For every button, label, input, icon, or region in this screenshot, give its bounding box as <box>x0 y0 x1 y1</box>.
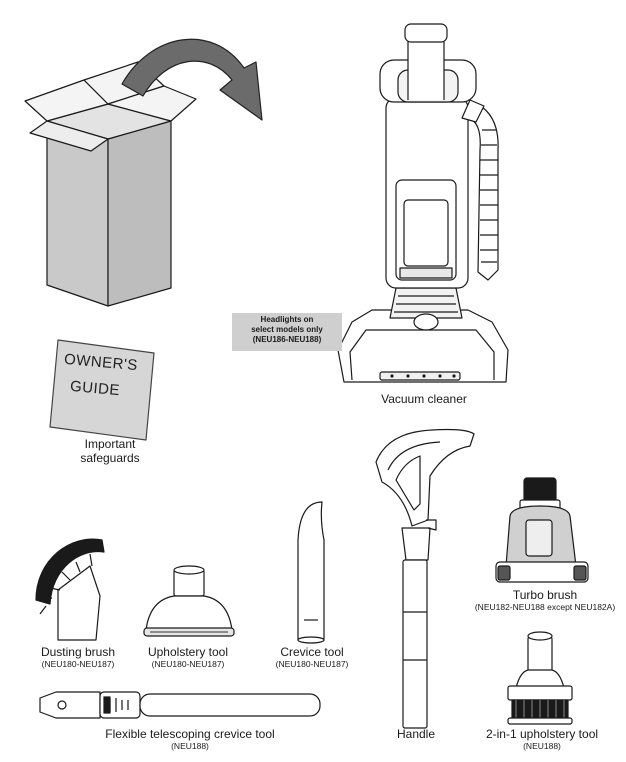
upholstery-tool-illustration <box>143 565 235 637</box>
turbo-brush-models: (NEU182-NEU188 except NEU182A) <box>474 601 616 612</box>
telescoping-crevice-tool-illustration <box>39 691 321 719</box>
crevice-tool-name: Crevice tool <box>280 645 344 659</box>
safeguards-label: Important safeguards <box>60 437 160 466</box>
upholstery-tool-name: Upholstery tool <box>147 645 229 659</box>
crevice-tool-label: Crevice tool (NEU180-NEU187) <box>262 645 362 670</box>
crevice-tool-models: (NEU180-NEU187) <box>275 658 349 669</box>
telescoping-crevice-tool-models: (NEU188) <box>171 740 209 751</box>
vacuum-cleaner-illustration <box>337 23 509 383</box>
telescoping-crevice-tool-name: Flexible telescoping crevice tool <box>105 727 275 741</box>
headlights-line1: Headlights on <box>260 315 314 324</box>
turbo-brush-name: Turbo brush <box>512 588 578 602</box>
headlights-line3: (NEU186-NEU188) <box>252 334 322 344</box>
two-in-one-upholstery-tool-name: 2-in-1 upholstery tool <box>485 727 599 741</box>
dusting-brush-illustration <box>35 538 105 641</box>
unpack-arrow <box>121 38 263 121</box>
handle-name: Handle <box>396 727 436 741</box>
headlights-line2: select models only <box>251 324 323 334</box>
turbo-brush-label: Turbo brush (NEU182-NEU188 except NEU182… <box>460 588 626 613</box>
upholstery-tool-label: Upholstery tool (NEU180-NEU187) <box>136 645 240 670</box>
two-in-one-upholstery-tool-illustration <box>507 631 573 725</box>
vacuum-cleaner-label: Vacuum cleaner <box>364 392 484 407</box>
dusting-brush-name: Dusting brush <box>40 645 116 659</box>
safeguards-line1: Important <box>84 437 136 451</box>
safeguards-line2: safeguards <box>80 450 140 465</box>
turbo-brush-illustration <box>495 477 589 583</box>
handle-illustration <box>375 428 475 729</box>
headlights-callout: Headlights on select models only (NEU186… <box>232 313 342 351</box>
owners-guide-booklet <box>49 339 155 441</box>
box-illustration <box>24 61 197 307</box>
dusting-brush-models: (NEU180-NEU187) <box>41 658 115 669</box>
crevice-tool-illustration <box>297 501 325 644</box>
handle-label: Handle <box>386 727 446 742</box>
two-in-one-upholstery-tool-models: (NEU188) <box>523 740 561 751</box>
two-in-one-upholstery-tool-label: 2-in-1 upholstery tool (NEU188) <box>472 727 612 752</box>
vacuum-cleaner-label-text: Vacuum cleaner <box>381 392 467 406</box>
telescoping-crevice-tool-label: Flexible telescoping crevice tool (NEU18… <box>80 727 300 752</box>
dusting-brush-label: Dusting brush (NEU180-NEU187) <box>28 645 128 670</box>
upholstery-tool-models: (NEU180-NEU187) <box>151 658 225 669</box>
